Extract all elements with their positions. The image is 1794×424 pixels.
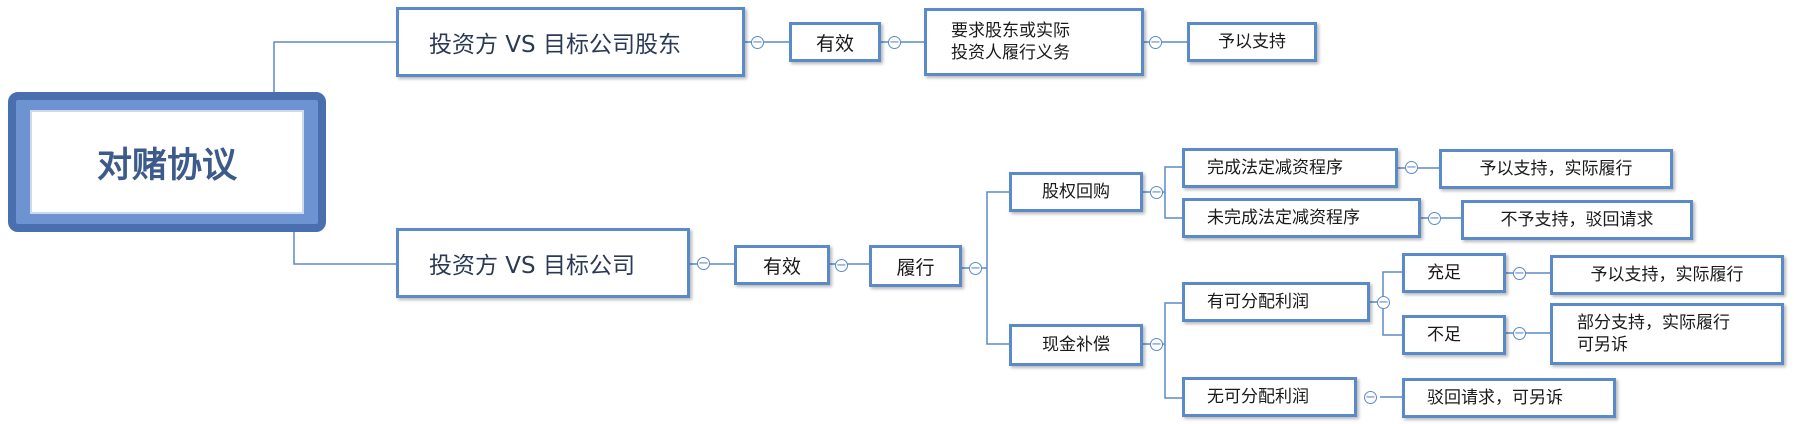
node-insufficient[interactable]: 不足 [1402, 315, 1506, 355]
collapse-toggle-icon[interactable]: − [1150, 185, 1163, 200]
connector-cash-split [1143, 302, 1183, 399]
node-result-partial-support[interactable]: 部分支持，实际履行 可另诉 [1550, 303, 1784, 365]
node-result-supported-performed-2[interactable]: 予以支持，实际履行 [1550, 255, 1784, 295]
node-distributable-profit[interactable]: 有可分配利润 [1182, 282, 1370, 322]
connector-root-company [293, 230, 398, 265]
node-result-rejected-can-sue[interactable]: 驳回请求，可另诉 [1402, 378, 1616, 418]
root-node[interactable]: 对赌协议 [8, 92, 326, 232]
node-cash-compensation[interactable]: 现金补偿 [1009, 324, 1143, 366]
node-supported[interactable]: 予以支持 [1187, 22, 1317, 62]
collapse-toggle-icon[interactable]: − [1513, 326, 1526, 341]
collapse-toggle-icon[interactable]: − [1405, 160, 1418, 175]
node-demand-obligation[interactable]: 要求股东或实际 投资人履行义务 [924, 8, 1144, 76]
collapse-toggle-icon[interactable]: − [835, 258, 848, 273]
collapse-toggle-icon[interactable]: − [1364, 390, 1377, 405]
collapse-toggle-icon[interactable]: − [1149, 35, 1162, 50]
connector-root-shareholder [273, 41, 398, 100]
node-no-distributable-profit[interactable]: 无可分配利润 [1182, 377, 1357, 417]
collapse-toggle-icon[interactable]: − [1377, 295, 1390, 310]
node-result-supported-performed[interactable]: 予以支持，实际履行 [1439, 149, 1673, 189]
connector-profit-split [1370, 271, 1403, 336]
node-result-rejected[interactable]: 不予支持，驳回请求 [1461, 200, 1693, 240]
node-investor-vs-shareholder[interactable]: 投资方 VS 目标公司股东 [396, 7, 745, 77]
node-investor-vs-company[interactable]: 投资方 VS 目标公司 [396, 228, 690, 298]
node-sufficient[interactable]: 充足 [1402, 253, 1506, 293]
collapse-toggle-icon[interactable]: − [751, 35, 764, 50]
node-capital-reduction-not-done[interactable]: 未完成法定减资程序 [1182, 198, 1421, 238]
node-capital-reduction-done[interactable]: 完成法定减资程序 [1182, 148, 1398, 188]
collapse-toggle-icon[interactable]: − [1150, 337, 1163, 352]
node-perform[interactable]: 履行 [869, 245, 962, 287]
node-equity-buyback[interactable]: 股权回购 [1009, 172, 1143, 212]
connector-buyback-split [1143, 166, 1183, 219]
collapse-toggle-icon[interactable]: − [1428, 211, 1441, 226]
root-label: 对赌协议 [30, 110, 304, 214]
node-valid-shareholder[interactable]: 有效 [789, 22, 881, 62]
collapse-toggle-icon[interactable]: − [888, 35, 901, 50]
collapse-toggle-icon[interactable]: − [1513, 266, 1526, 281]
collapse-toggle-icon[interactable]: − [697, 256, 710, 271]
collapse-toggle-icon[interactable]: − [969, 261, 982, 276]
node-valid-company[interactable]: 有效 [734, 245, 830, 285]
